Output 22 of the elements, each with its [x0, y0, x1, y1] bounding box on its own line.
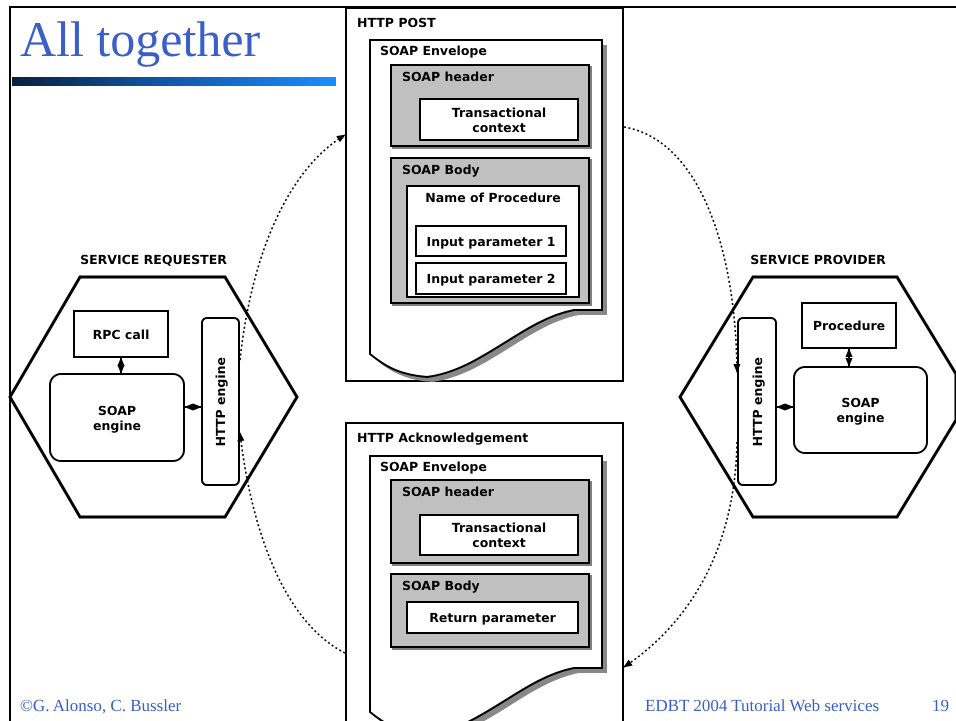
dotted-arrow: [623, 442, 738, 668]
node-heading: SERVICE PROVIDER: [749, 252, 887, 267]
arrow: [845, 348, 853, 367]
node-heading: SERVICE REQUESTER: [79, 252, 228, 267]
footer-text: EDBT 2004 Tutorial Web services: [645, 696, 880, 716]
dotted-arrow: [238, 432, 346, 654]
footer-text: 19: [932, 696, 949, 716]
node-heading: HTTP POST: [357, 15, 436, 30]
dotted-arrow: [239, 134, 346, 360]
component-box: SOAP engine: [793, 366, 928, 454]
component-box: HTTP engine: [201, 317, 240, 486]
node-heading: HTTP Acknowledgement: [357, 430, 528, 445]
slide-title: All together: [20, 10, 260, 68]
component-box: SOAP engine: [49, 373, 185, 462]
footer-text: ©G. Alonso, C. Bussler: [20, 696, 182, 716]
arrow: [184, 403, 202, 411]
arrow: [117, 357, 125, 374]
component-box: Procedure: [801, 302, 897, 349]
component-box: HTTP engine: [737, 317, 777, 486]
arrow: [776, 403, 794, 411]
dotted-arrow: [624, 126, 740, 373]
component-box: RPC call: [73, 310, 169, 358]
